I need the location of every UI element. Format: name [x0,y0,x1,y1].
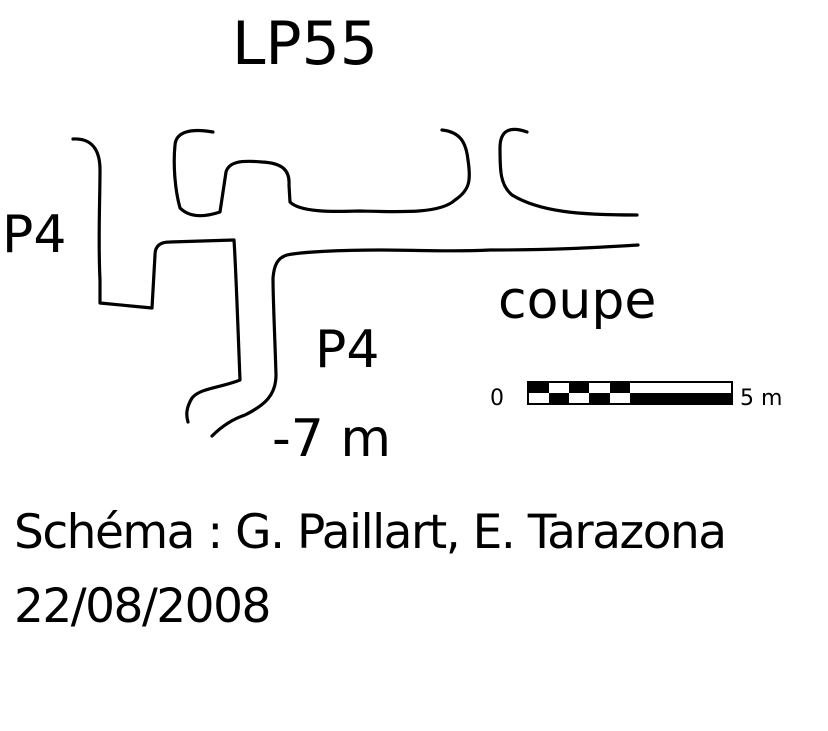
depth-label: -7 m [272,409,391,469]
chamber-roof-wall [172,128,471,218]
passage-floor-wall [210,243,640,438]
shaft-label-upper: P4 [2,205,66,265]
scale-start-label: 0 [490,386,504,411]
scale-end-label: 5 m [740,386,782,411]
cave-title: LP55 [232,9,378,79]
scale-bar: 0 5 m [490,381,782,411]
scale-bar-checker [527,381,733,405]
credit-authors: Schéma : G. Paillart, E. Tarazona [14,505,727,560]
left-shaft-wall [71,137,242,424]
credit-date: 22/08/2008 [14,579,271,634]
section-label: coupe [498,271,656,331]
passage-roof-wall [498,127,639,217]
shaft-label-lower: P4 [315,320,379,380]
